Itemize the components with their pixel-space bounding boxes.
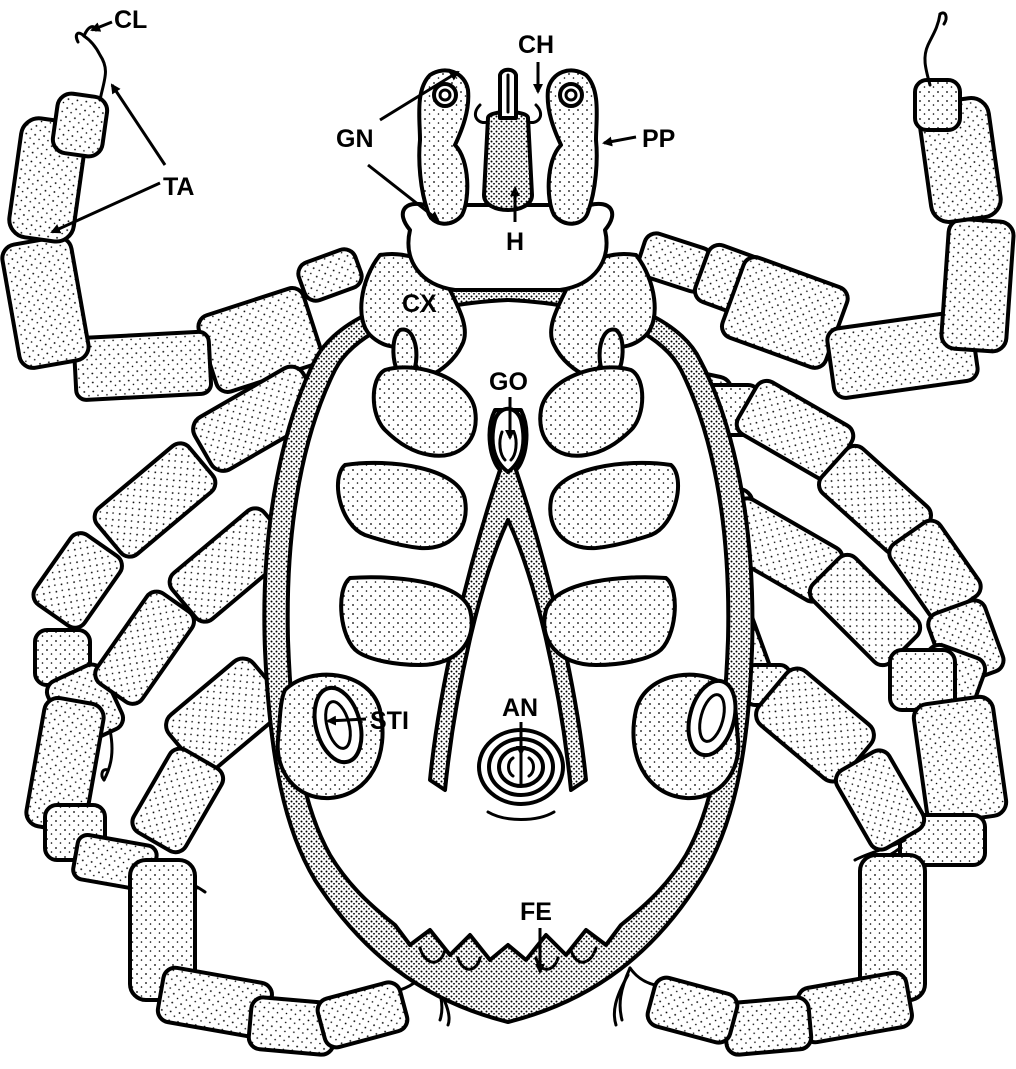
label-go: GO — [489, 368, 528, 396]
label-cx: CX — [402, 290, 437, 318]
label-gn: GN — [336, 125, 374, 153]
label-sti: STI — [370, 707, 409, 735]
label-ta: TA — [163, 173, 194, 201]
label-ch: CH — [518, 31, 554, 59]
label-pp: PP — [642, 125, 675, 153]
label-fe: FE — [520, 898, 552, 926]
stigmal-plate-left — [278, 675, 383, 798]
stigmal-plate-right — [633, 675, 743, 798]
leg-front-left — [0, 27, 365, 401]
genital-opening — [493, 409, 524, 472]
label-cl: CL — [114, 6, 147, 34]
label-h: H — [506, 228, 524, 256]
leg-front-right — [635, 13, 1015, 399]
label-an: AN — [502, 694, 538, 722]
gnathosoma — [403, 70, 612, 290]
hypostome — [484, 112, 532, 210]
